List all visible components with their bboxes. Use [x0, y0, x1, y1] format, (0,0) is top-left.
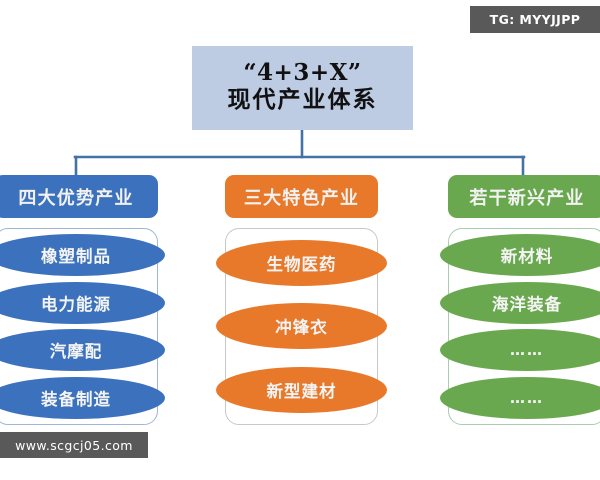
pill-stack-blue: 橡塑制品 电力能源 汽摩配 装备制造: [0, 231, 165, 422]
list-item[interactable]: ……: [440, 377, 600, 420]
column-body-blue: 橡塑制品 电力能源 汽摩配 装备制造: [0, 228, 165, 425]
title-line-1: “4+3+X”: [243, 58, 362, 86]
title-line-2: 现代产业体系: [227, 87, 378, 114]
watermark-telegram-badge: TG: MYYJJPP: [470, 6, 600, 33]
column-four-advantage-industries: 四大优势产业 橡塑制品 电力能源 汽摩配 装备制造: [0, 175, 165, 425]
column-three-featured-industries: 三大特色产业 生物医药 冲锋衣 新型建材: [216, 175, 387, 425]
list-item[interactable]: 汽摩配: [0, 329, 165, 372]
list-item[interactable]: 橡塑制品: [0, 233, 165, 276]
column-header-green[interactable]: 若干新兴产业: [448, 175, 600, 218]
list-item[interactable]: 电力能源: [0, 281, 165, 324]
column-header-orange[interactable]: 三大特色产业: [225, 175, 378, 218]
pill-stack-green: 新材料 海洋装备 …… ……: [440, 231, 600, 422]
list-item[interactable]: 装备制造: [0, 377, 165, 420]
watermark-website: www.scgcj05.com: [0, 432, 148, 458]
list-item[interactable]: 生物医药: [216, 239, 387, 286]
list-item[interactable]: ……: [440, 329, 600, 372]
list-item[interactable]: 海洋装备: [440, 281, 600, 324]
pill-stack-orange: 生物医药 冲锋衣 新型建材: [216, 231, 387, 422]
column-body-orange: 生物医药 冲锋衣 新型建材: [216, 228, 387, 425]
list-item[interactable]: 冲锋衣: [216, 303, 387, 350]
column-header-blue[interactable]: 四大优势产业: [0, 175, 158, 218]
diagram-title-box: “4+3+X” 现代产业体系: [192, 46, 413, 130]
list-item[interactable]: 新材料: [440, 233, 600, 276]
list-item[interactable]: 新型建材: [216, 367, 387, 414]
column-body-green: 新材料 海洋装备 …… ……: [440, 228, 600, 425]
column-emerging-industries: 若干新兴产业 新材料 海洋装备 …… ……: [440, 175, 600, 425]
